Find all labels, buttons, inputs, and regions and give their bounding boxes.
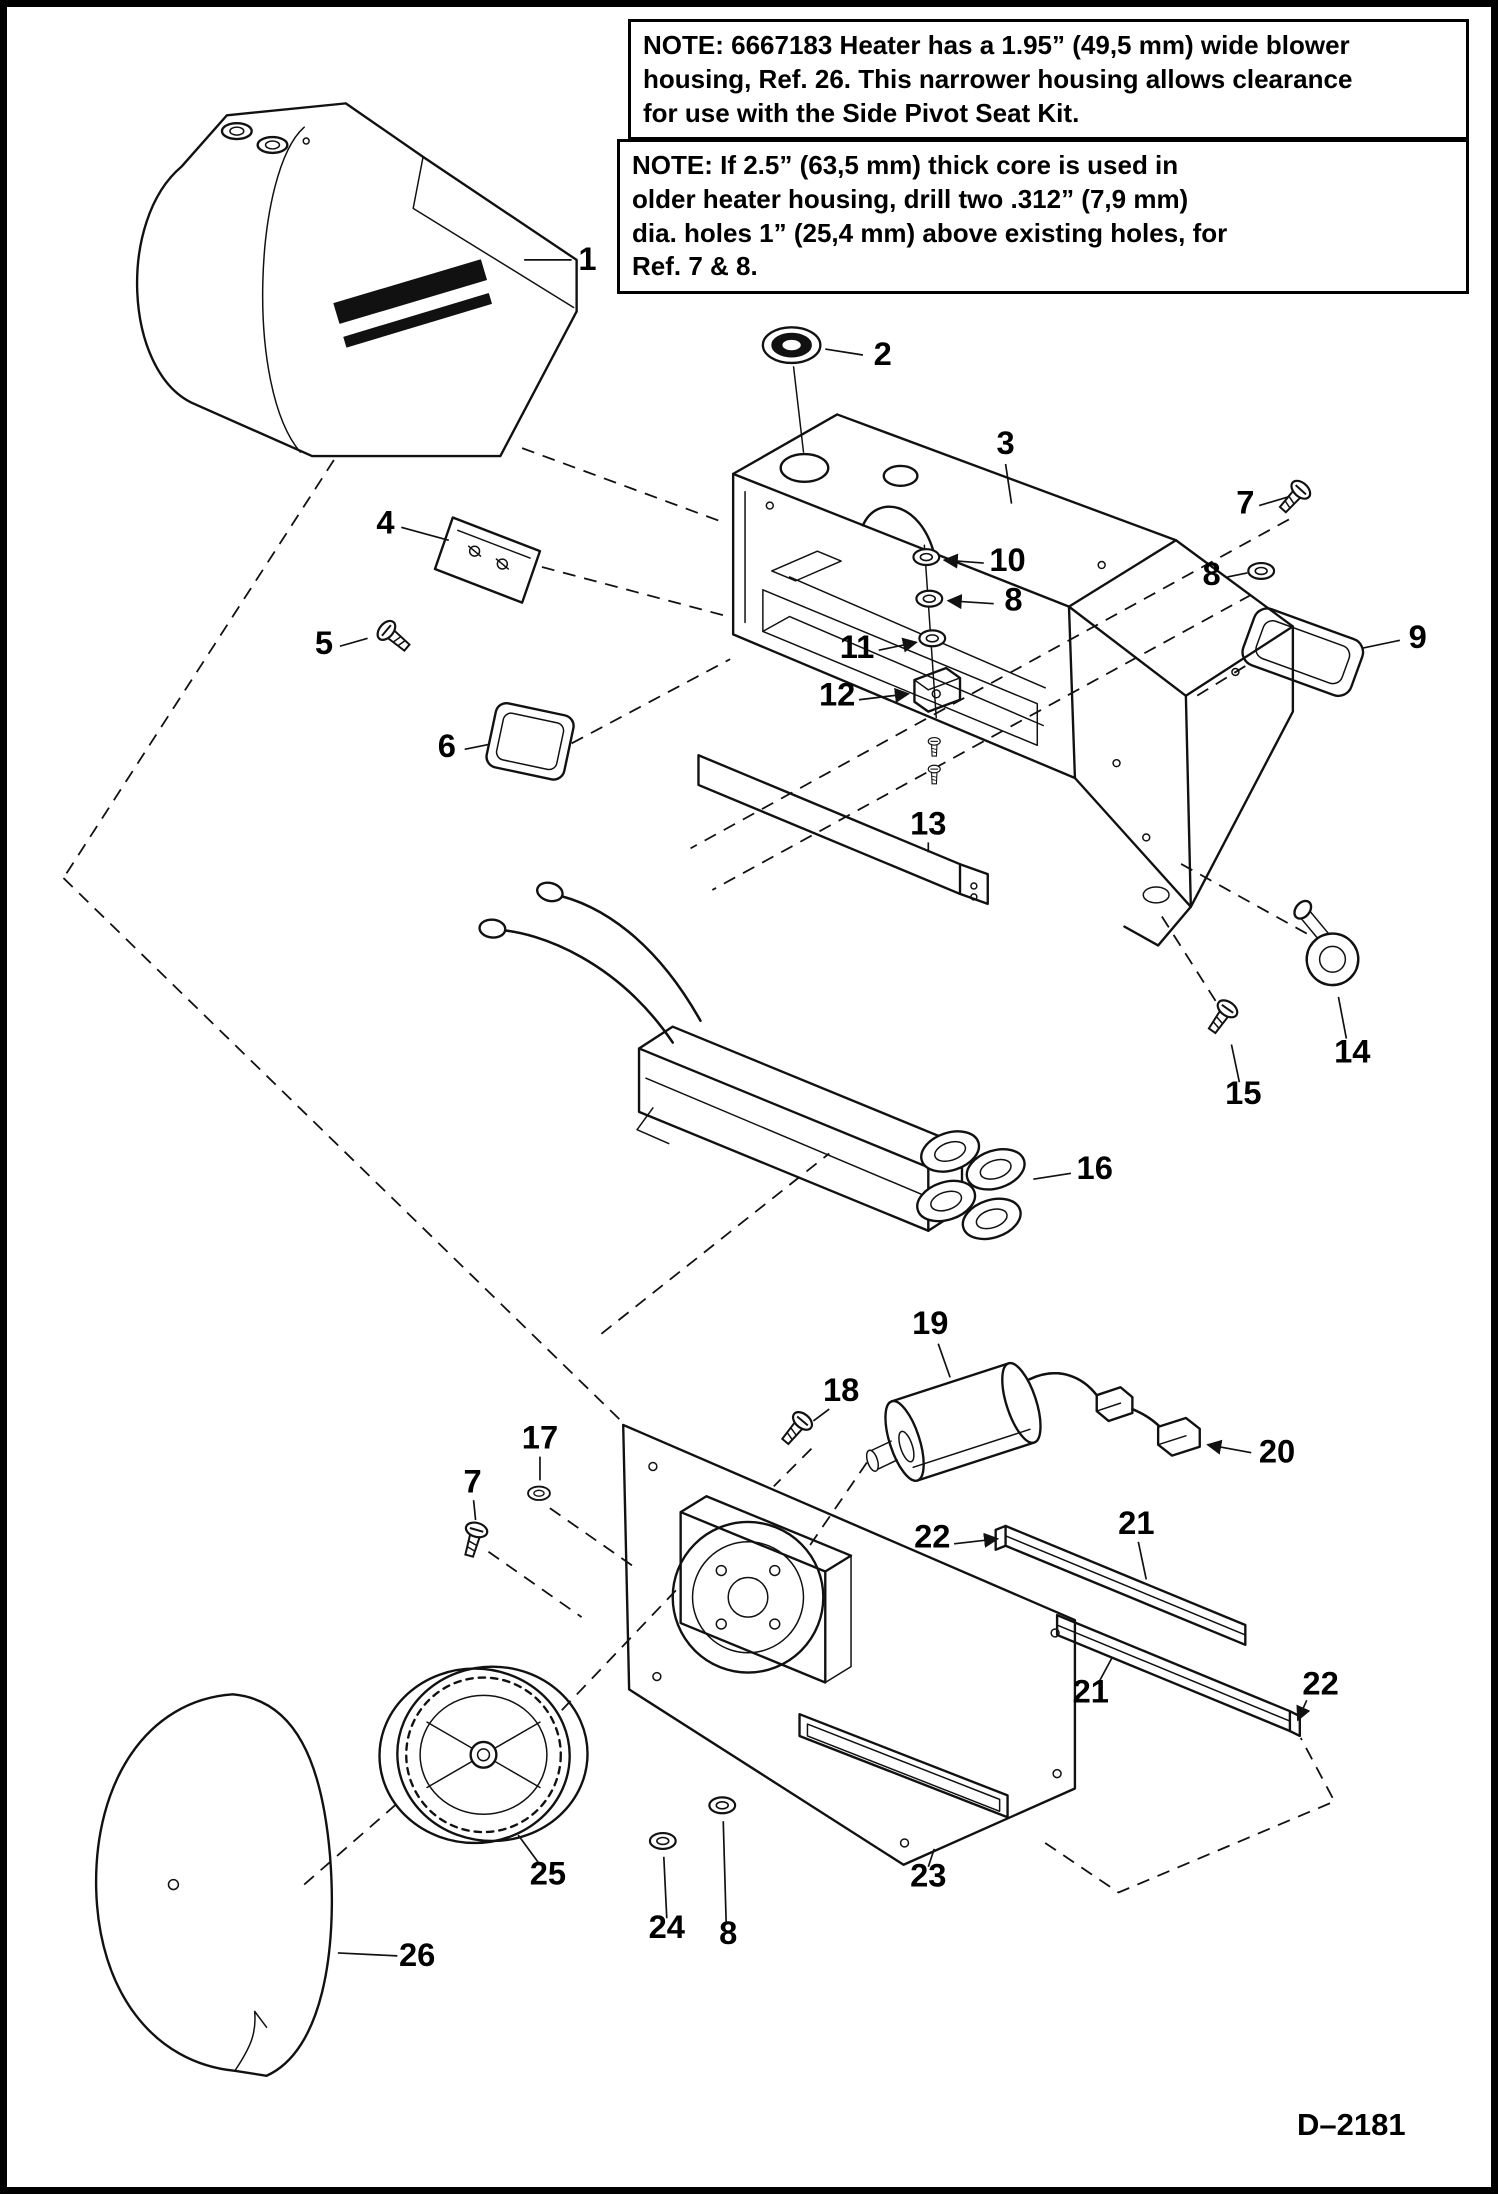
part-7-screw-upper (1273, 476, 1315, 518)
part-8-nut-upper (1247, 561, 1276, 580)
callout-2: 2 (874, 335, 892, 372)
callout-8-upper: 8 (1203, 555, 1221, 592)
part-13-support-strip (697, 754, 989, 906)
callout-8-lower: 8 (719, 1914, 737, 1951)
exploded-parts-diagram: 1 2 3 4 5 6 7 8 9 10 8 11 12 13 14 15 16… (62, 102, 1427, 2077)
part-26-blower-housing (94, 1693, 334, 2077)
callout-3: 3 (996, 424, 1014, 461)
part-16-heater-core (478, 881, 1026, 1241)
part-24-nut (648, 1831, 677, 1850)
note2-line-1: NOTE: If 2.5” (63,5 mm) thick core is us… (632, 150, 1179, 180)
callout-5: 5 (315, 624, 333, 661)
callout-17: 17 (522, 1419, 558, 1456)
callout-21-upper: 21 (1118, 1504, 1154, 1541)
note1-line-2: housing, Ref. 26. This narrower housing … (643, 63, 1353, 94)
part-9-bezel (1241, 607, 1365, 698)
callout-7-lower: 7 (464, 1462, 482, 1499)
callout-6: 6 (438, 727, 456, 764)
callout-1: 1 (578, 240, 596, 277)
callout-14: 14 (1334, 1032, 1370, 1069)
callout-4: 4 (376, 503, 394, 540)
callout-22-left: 22 (914, 1518, 950, 1555)
part-4-plate (433, 516, 542, 604)
part-15-screw (1202, 995, 1242, 1039)
part-19-motor (865, 1361, 1098, 1482)
callout-11: 11 (840, 628, 875, 665)
part-11-nut (918, 629, 947, 648)
callout-13: 13 (910, 804, 946, 841)
part-6-gasket (485, 701, 575, 781)
part-3-heater-housing (731, 413, 1295, 947)
note-box-blower-housing: NOTE: 6667183 Heater has a 1.95” (49,5 m… (628, 19, 1469, 141)
part-5-screw (373, 616, 416, 658)
callout-leaders (337, 259, 1401, 1957)
note2-line-4: Ref. 7 & 8. (632, 251, 758, 282)
callout-23: 23 (910, 1857, 946, 1894)
note1-line-3: for use with the Side Pivot Seat Kit. (643, 97, 1080, 128)
callout-20: 20 (1259, 1433, 1295, 1470)
part-21-22-seal-strips (994, 1524, 1301, 1738)
callout-16: 16 (1077, 1149, 1113, 1186)
part-1-blower-housing-cover (136, 102, 578, 458)
callout-10: 10 (989, 541, 1025, 578)
callout-9: 9 (1409, 618, 1427, 655)
callout-22-right: 22 (1302, 1664, 1338, 1701)
part-8-nut-lower (708, 1796, 737, 1815)
note2-line-2: older heater housing, drill two .312” (7… (632, 183, 1189, 214)
doc-number: D–2181 (1297, 2107, 1406, 2142)
callout-8-middle: 8 (1004, 581, 1022, 618)
note1-line-1: NOTE: 6667183 Heater has a 1.95” (49,5 m… (643, 30, 1350, 60)
part-7-screw-lower (457, 1519, 491, 1560)
part-17-nut (527, 1485, 551, 1501)
callout-21-lower: 21 (1073, 1672, 1109, 1709)
callout-12: 12 (819, 676, 855, 713)
callout-7-upper: 7 (1236, 484, 1254, 521)
callout-25: 25 (530, 1855, 566, 1892)
callout-24: 24 (649, 1908, 685, 1945)
part-25-blower-wheel (378, 1665, 589, 1845)
part-18-screw (775, 1407, 817, 1450)
callout-labels: 1 2 3 4 5 6 7 8 9 10 8 11 12 13 14 15 16… (315, 240, 1427, 1973)
part-12-bracket (913, 666, 962, 785)
note-box-core-drilling: NOTE: If 2.5” (63,5 mm) thick core is us… (617, 139, 1469, 295)
callout-19: 19 (912, 1304, 948, 1341)
callout-15: 15 (1225, 1074, 1261, 1111)
part-20-connector (1095, 1386, 1201, 1457)
callout-26: 26 (399, 1936, 435, 1973)
part-23-mounting-plate (621, 1423, 1077, 1866)
part-8-nut-middle (915, 589, 944, 608)
part-14-knob (1293, 899, 1360, 987)
callout-18: 18 (823, 1371, 859, 1408)
part-2-grommet (761, 326, 822, 453)
note2-line-3: dia. holes 1” (25,4 mm) above existing h… (632, 217, 1228, 248)
